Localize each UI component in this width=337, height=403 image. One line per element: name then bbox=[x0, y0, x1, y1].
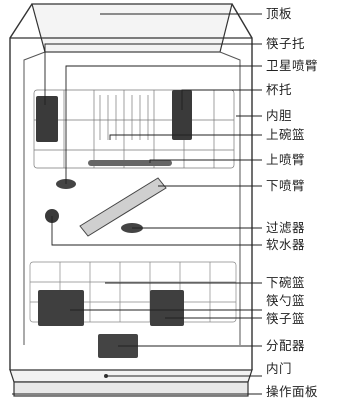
label-control-panel: 操作面板 bbox=[266, 384, 319, 399]
control-panel-shape bbox=[13, 381, 249, 397]
label-inner-door: 内门 bbox=[266, 361, 293, 376]
inner-tub-wall bbox=[23, 51, 46, 345]
label-upper-spray-arm: 上喷臂 bbox=[266, 152, 306, 167]
cabinet-right-side bbox=[231, 3, 253, 370]
leader-cup-holder bbox=[181, 89, 262, 110]
leader-chopstick-holder bbox=[44, 43, 262, 105]
label-satellite-spray-arm: 卫星喷臂 bbox=[266, 58, 319, 73]
label-inner-tub: 内胆 bbox=[266, 108, 293, 123]
chopstick-basket-shape bbox=[150, 290, 184, 326]
leader-upper-spray-arm bbox=[149, 159, 262, 163]
cabinet-left-side bbox=[9, 3, 33, 370]
spoon-basket-shape bbox=[38, 290, 84, 326]
leader-upper-basket bbox=[109, 134, 262, 140]
lower-spray-arm-shape bbox=[79, 177, 167, 237]
cup-holder-shape bbox=[172, 90, 192, 140]
leader-water-softener bbox=[51, 216, 262, 246]
top-panel-shape bbox=[31, 3, 233, 53]
upper-basket-shape bbox=[33, 89, 235, 169]
chopstick-holder-shape bbox=[36, 96, 58, 142]
upper-spray-arm-shape bbox=[88, 160, 172, 166]
label-upper-basket: 上碗篮 bbox=[266, 127, 306, 142]
inner-tub-wall-right bbox=[219, 51, 241, 345]
label-lower-basket: 下碗篮 bbox=[266, 275, 306, 290]
label-chopstick-basket: 筷子篮 bbox=[266, 311, 306, 326]
label-water-softener: 软水器 bbox=[266, 237, 306, 252]
label-chopstick-holder: 筷子托 bbox=[266, 36, 306, 51]
lower-basket-shape bbox=[29, 261, 237, 323]
label-lower-spray-arm: 下喷臂 bbox=[266, 178, 306, 193]
label-spoon-basket: 筷勺篮 bbox=[266, 293, 306, 308]
label-dispenser: 分配器 bbox=[266, 338, 306, 353]
label-filter: 过滤器 bbox=[266, 220, 306, 235]
label-cup-holder: 杯托 bbox=[266, 82, 293, 97]
leader-satellite-spray-arm bbox=[65, 65, 262, 184]
label-top-panel: 顶板 bbox=[266, 6, 293, 21]
